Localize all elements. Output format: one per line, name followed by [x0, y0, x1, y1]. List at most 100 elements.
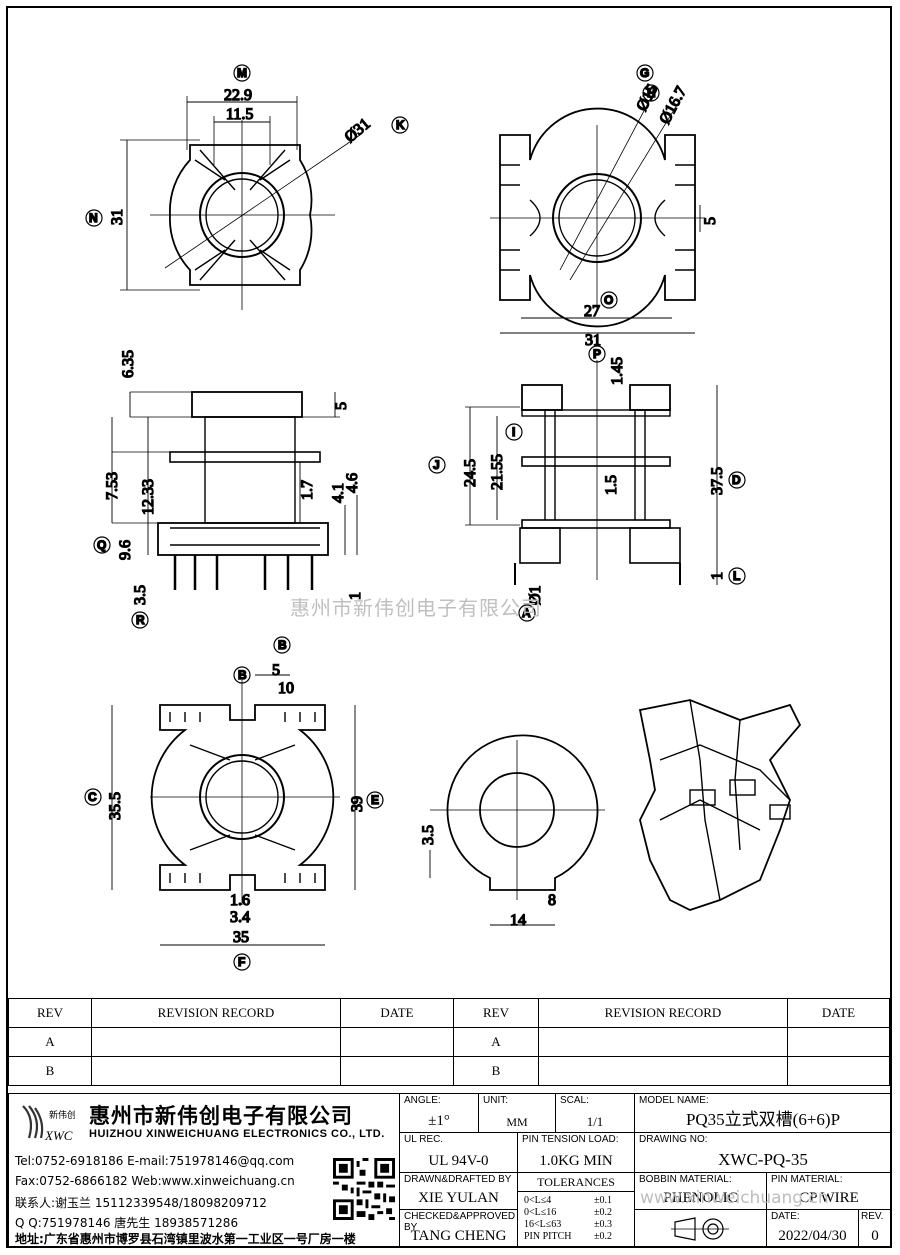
tolerance-range-1: 0<L≤4 — [524, 1195, 552, 1206]
dim-1-45: 1.45 — [609, 357, 626, 385]
marker-c: C — [88, 790, 97, 804]
pin-tension-value: 1.0KG MIN — [539, 1153, 613, 1169]
svg-text:XWC: XWC — [44, 1128, 73, 1143]
marker-h: H — [647, 86, 656, 100]
revision-header-row: REV REVISION RECORD DATE REV REVISION RE… — [8, 998, 890, 1028]
dim-31-left: 31 — [109, 209, 126, 225]
scale-caption: SCAL: — [560, 1095, 589, 1106]
model-caption: MODEL NAME: — [639, 1095, 709, 1106]
date-cell: DATE: 2022/04/30 — [766, 1209, 859, 1248]
tolerance-value-2: ±0.2 — [594, 1207, 612, 1218]
revision-row: A A — [8, 1027, 890, 1057]
drawing-no-cell: DRAWING NO: XWC-PQ-35 — [634, 1132, 892, 1173]
marker-q: Q — [97, 538, 106, 552]
bottom-view — [111, 674, 356, 946]
dim-7-53: 7.53 — [104, 472, 121, 500]
watermark-text: 惠州市新伟创电子有限公司 — [290, 596, 542, 620]
date-value: 2022/04/30 — [778, 1228, 847, 1244]
rev-cell: REV. 0 — [858, 1209, 892, 1248]
checked-by-cell: CHECKED&APPROVED BY TANG CHENG — [399, 1209, 518, 1248]
rev-value: 0 — [871, 1228, 879, 1244]
tolerance-value-4: ±0.2 — [594, 1231, 612, 1242]
date-header: DATE — [340, 998, 454, 1028]
marker-a: A — [522, 606, 531, 620]
company-fax: Fax:0752-6866182 Web:www.xinweichuang.cn — [15, 1174, 295, 1188]
dim-6-35: 6.35 — [120, 350, 137, 378]
projection-symbol-cell — [634, 1209, 767, 1248]
scale-cell: SCAL: 1/1 — [555, 1093, 635, 1133]
side-right-view — [465, 360, 718, 585]
qr-code-icon — [333, 1158, 395, 1220]
dim-1-right: 1 — [709, 572, 726, 580]
revision-table: REV REVISION RECORD DATE REV REVISION RE… — [8, 998, 890, 1086]
dim-9-6: 9.6 — [117, 540, 134, 560]
dim-d16-7: Ø16.7 — [657, 84, 691, 127]
marker-l: L — [733, 569, 740, 583]
tolerances-caption: TOLERANCES — [518, 1175, 634, 1192]
dim-3-5: 3.5 — [132, 585, 149, 605]
tolerance-range-3: 16<L≤63 — [524, 1219, 562, 1230]
dim-3-4: 3.4 — [230, 909, 250, 926]
date-caption: DATE: — [771, 1211, 800, 1222]
record-cell — [538, 1056, 788, 1086]
record-cell — [91, 1056, 341, 1086]
dim-37-5: 37.5 — [709, 467, 726, 495]
marker-m: M — [237, 66, 247, 80]
date-cell — [340, 1027, 454, 1057]
company-name-cn: 惠州市新伟创电子有限公司 — [89, 1104, 353, 1128]
ul-caption: UL REC. — [404, 1134, 444, 1145]
ul-rec-cell: UL REC. UL 94V-0 — [399, 1132, 518, 1173]
company-logo-icon: 新伟创 XWC — [22, 1105, 75, 1143]
scale-value: 1/1 — [586, 1114, 604, 1129]
marker-p: P — [593, 347, 601, 361]
drawn-value: XIE YULAN — [418, 1190, 499, 1206]
pin-tension-cell: PIN TENSION LOAD: 1.0KG MIN — [517, 1132, 635, 1173]
markers — [84, 64, 746, 971]
rev-cell: A — [8, 1027, 92, 1057]
dim-12-33: 12.33 — [140, 479, 157, 515]
dim-24-5: 24.5 — [462, 459, 479, 487]
marker-e: E — [371, 793, 379, 807]
revision-record-header-2: REVISION RECORD — [538, 998, 788, 1028]
dim-31-top: 31 — [585, 332, 601, 349]
company-tel: Tel:0752-6918186 E-mail:751978146@qq.com — [15, 1154, 295, 1168]
unit-cell: UNIT: MM — [478, 1093, 556, 1133]
technical-drawing: 22.9 11.5 Ø31 31 Ø15 Ø16.7 5 27 31 6.35 … — [84, 64, 802, 971]
drawing-no-caption: DRAWING NO: — [639, 1134, 708, 1145]
front-view — [120, 96, 361, 310]
drawn-caption: DRAWN&DRAFTED BY — [404, 1174, 512, 1185]
rev-header-2: REV — [453, 998, 539, 1028]
dim-d1: Ø1 — [527, 585, 544, 605]
dim-4-6: 4.6 — [344, 473, 361, 493]
tolerance-value-1: ±0.1 — [594, 1195, 612, 1206]
dim-1-side: 1 — [347, 592, 364, 600]
first-angle-projection-icon — [671, 1217, 729, 1241]
record-cell — [91, 1027, 341, 1057]
marker-g: G — [640, 66, 649, 80]
tolerance-range-2: 0<L≤16 — [524, 1207, 557, 1218]
marker-j: J — [433, 458, 440, 472]
drawn-by-cell: DRAWN&DRAFTED BY XIE YULAN — [399, 1172, 518, 1210]
checked-value: TANG CHENG — [410, 1228, 507, 1244]
record-cell — [538, 1027, 788, 1057]
marker-o: O — [604, 293, 613, 307]
date-header-2: DATE — [787, 998, 890, 1028]
marker-n: N — [89, 211, 98, 225]
svg-text:新伟创: 新伟创 — [49, 1109, 75, 1121]
company-qq: Q Q:751978146 唐先生 18938571286 — [15, 1216, 239, 1230]
isometric-view — [638, 699, 802, 911]
company-address: 地址:广东省惠州市博罗县石湾镇里波水第一工业区一号厂房一楼 — [15, 1232, 356, 1246]
marker-k: K — [396, 118, 405, 132]
company-block: 新伟创 XWC 惠州市新伟创电子有限公司 HUIZHOU XINWEICHUAN… — [8, 1093, 400, 1248]
dim-21-55: 21.55 — [489, 454, 506, 490]
marker-d: D — [732, 473, 741, 487]
dim-4-1: 4.1 — [330, 483, 347, 503]
tolerance-ranges: 0<L≤4 0<L≤16 16<L≤63 PIN PITCH — [524, 1195, 572, 1243]
rev-cell: A — [453, 1027, 539, 1057]
dim-3-5-ring: 3.5 — [420, 825, 437, 845]
angle-cell: ANGLE: ±1° — [399, 1093, 479, 1133]
angle-caption: ANGLE: — [404, 1095, 441, 1106]
dim-11-5: 11.5 — [226, 106, 253, 123]
rev-cell: B — [453, 1056, 539, 1086]
company-name-en: HUIZHOU XINWEICHUANG ELECTRONICS CO., LT… — [89, 1128, 385, 1140]
